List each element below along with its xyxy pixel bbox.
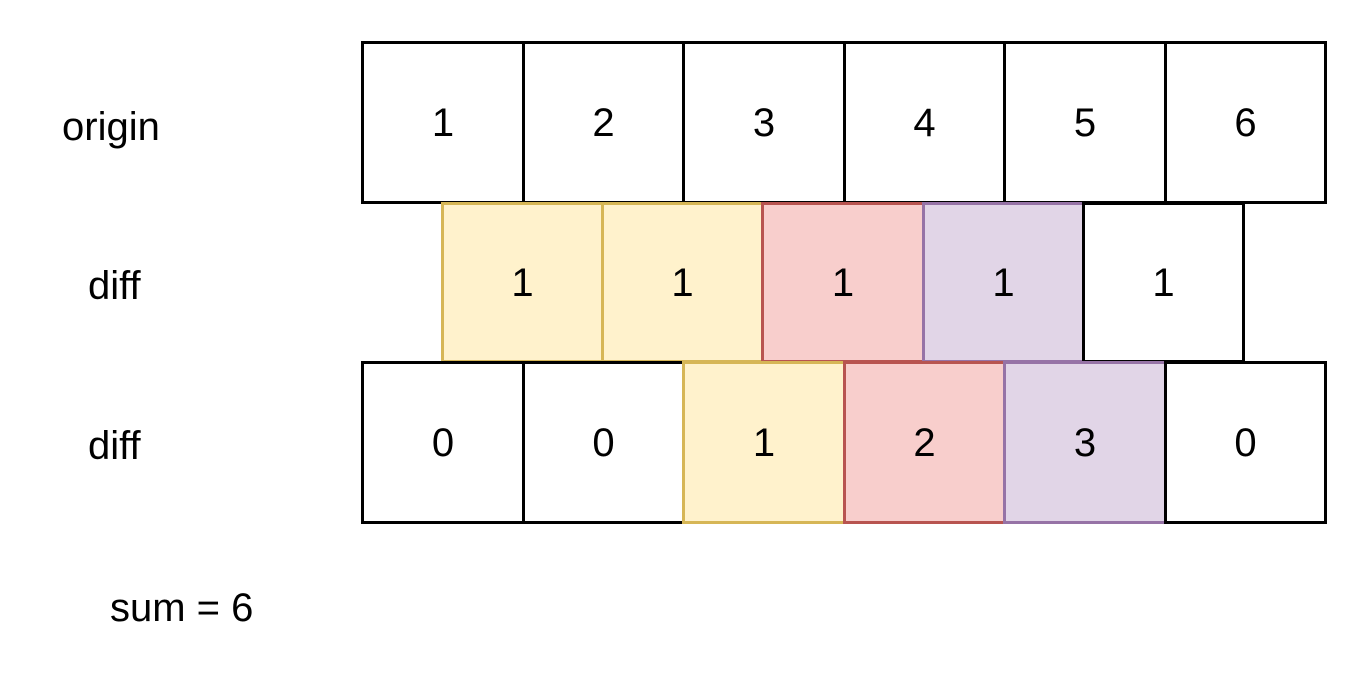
diff-top-cell-2: 1 — [601, 202, 764, 363]
diff-bottom-cell-value: 2 — [913, 420, 936, 465]
origin-cell-value: 5 — [1073, 100, 1097, 145]
diff-top-cell-value: 1 — [671, 260, 694, 305]
diff-top-cell-3: 1 — [761, 202, 925, 363]
origin-cell-value: 2 — [592, 100, 615, 145]
row-label-diff-2: diff — [88, 424, 141, 468]
origin-cell-5: 5 — [1003, 41, 1167, 204]
row-label-origin: origin — [62, 105, 160, 149]
diff-bottom-cell-2: 0 — [522, 361, 685, 524]
diff-top-cell-value: 1 — [992, 260, 1015, 305]
origin-cell-3: 3 — [682, 41, 846, 204]
diff-bottom-cell-value: 0 — [592, 420, 615, 465]
diff-bottom-cell-value: 3 — [1073, 420, 1097, 465]
origin-cell-2: 2 — [522, 41, 685, 204]
origin-cell-value: 3 — [752, 100, 776, 145]
row-label-diff-1: diff — [88, 264, 141, 308]
diff-bottom-cell-5: 3 — [1003, 361, 1167, 524]
origin-cell-value: 4 — [913, 100, 936, 145]
diff-bottom-cell-4: 2 — [843, 361, 1006, 524]
origin-cell-value: 1 — [431, 100, 455, 145]
diff-bottom-cell-1: 0 — [361, 361, 525, 524]
diff-top-cell-value: 1 — [1152, 260, 1175, 305]
diff-top-cell-value: 1 — [511, 260, 534, 305]
diff-top-cell-5: 1 — [1082, 202, 1245, 363]
diff-top-cell-4: 1 — [922, 202, 1085, 363]
origin-cell-1: 1 — [361, 41, 525, 204]
diff-bottom-cell-value: 0 — [431, 420, 455, 465]
diff-bottom-cell-6: 0 — [1164, 361, 1327, 524]
diff-top-cell-1: 1 — [441, 202, 604, 363]
origin-cell-6: 6 — [1164, 41, 1327, 204]
diff-top-cell-value: 1 — [831, 260, 855, 305]
origin-cell-value: 6 — [1234, 100, 1257, 145]
diff-bottom-cell-3: 1 — [682, 361, 846, 524]
sum-text: sum = 6 — [110, 586, 254, 630]
diff-bottom-cell-value: 0 — [1234, 420, 1257, 465]
diff-bottom-cell-value: 1 — [752, 420, 776, 465]
origin-cell-4: 4 — [843, 41, 1006, 204]
